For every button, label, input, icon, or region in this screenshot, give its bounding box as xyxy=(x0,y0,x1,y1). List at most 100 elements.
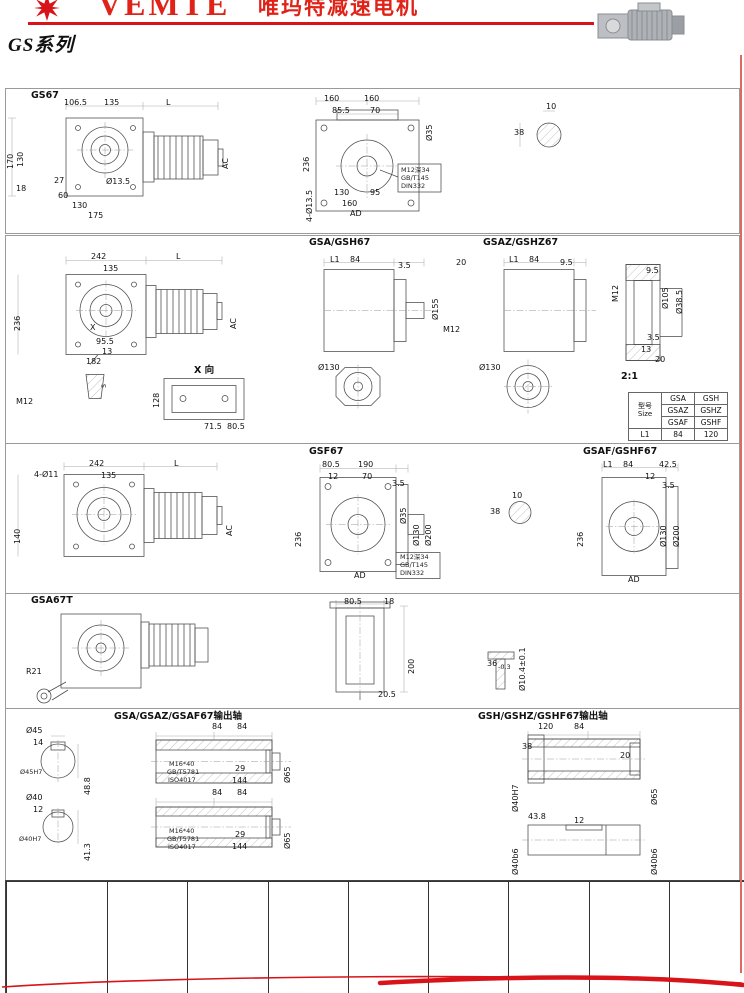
dim-label: 18 xyxy=(16,184,27,193)
dim-label: 175 xyxy=(88,211,104,220)
brand-logo-icon xyxy=(34,0,60,21)
dim-label: 10 xyxy=(512,491,523,500)
dim-label: 18 xyxy=(384,597,395,606)
table-header-value: 71 xyxy=(187,881,269,993)
dim-label: Ø130 xyxy=(318,363,340,372)
dim-label: 38 xyxy=(514,128,525,137)
dim-label: 29 xyxy=(235,764,246,773)
dim-label: M16*40 xyxy=(169,760,195,768)
dim-label: M12 xyxy=(611,284,620,302)
dim-label: 84 xyxy=(212,788,223,797)
dim-label: 38 xyxy=(522,742,533,751)
model-l1-value: 84 xyxy=(661,428,695,441)
dim-label: 20.5 xyxy=(378,690,396,699)
dim-label: 41.3 xyxy=(83,843,92,861)
dim-label: 84 xyxy=(623,460,634,469)
dim-label: M12 xyxy=(443,325,461,334)
dim-label: GB/T145 xyxy=(401,174,430,182)
model-cell: GSH xyxy=(694,392,728,405)
dim-label: Ø35 xyxy=(425,124,434,141)
dim-label: 85.5 xyxy=(332,106,350,115)
dim-label: AC xyxy=(225,525,234,536)
dim-label: 48.8 xyxy=(83,777,92,795)
dim-label: 20 xyxy=(456,258,467,267)
dim-label: DIN332 xyxy=(401,182,426,190)
dim-label: Ø13.5 xyxy=(106,177,131,186)
dim-label: 70 xyxy=(370,106,381,115)
dim-label: 71.5 xyxy=(204,422,222,431)
gsa-gsh67-drawings xyxy=(17,256,683,420)
dim-label: GB/T145 xyxy=(400,561,429,569)
table-header-value: 100 xyxy=(508,881,590,993)
dim-label: 29 xyxy=(235,830,246,839)
gsa67t-drawings xyxy=(36,600,515,704)
dim-label: 38 xyxy=(490,507,501,516)
drawing-title: GSF67 xyxy=(309,446,344,457)
dim-label: 9.5 xyxy=(646,266,659,275)
dim-label: 236 xyxy=(13,315,22,331)
dim-label: ISO4017 xyxy=(168,843,196,851)
dim-label: Ø130 xyxy=(412,524,421,546)
dim-label: 36 xyxy=(487,659,498,668)
dim-label: 190 xyxy=(358,460,374,469)
footer-swoosh xyxy=(1,975,744,988)
dim-label: -0.3 xyxy=(498,663,511,671)
dim-label: DIN332 xyxy=(400,569,425,577)
dim-label: 242 xyxy=(91,252,107,261)
dim-label: Ø130 xyxy=(659,525,668,547)
section-title: GS67 xyxy=(31,90,59,101)
dim-label: 84 xyxy=(212,722,223,731)
dim-label: 5 xyxy=(100,383,108,388)
dim-label: Ø130 xyxy=(479,363,501,372)
dim-label: 43.8 xyxy=(528,812,546,821)
dim-label: AD xyxy=(354,571,366,580)
dim-label: Ø45H7 xyxy=(20,768,43,776)
dim-label: 106.5 xyxy=(64,98,87,107)
dim-label: 12 xyxy=(574,816,585,825)
dim-label: 12 xyxy=(645,472,656,481)
dim-label: AC xyxy=(229,318,238,329)
dim-label: GB/T5781 xyxy=(167,768,200,776)
dim-label: 135 xyxy=(103,264,119,273)
dim-label: 144 xyxy=(232,776,248,785)
dim-label: L xyxy=(176,252,181,261)
dim-label: 140 xyxy=(13,528,22,544)
dim-label: 42.5 xyxy=(659,460,677,469)
drawing-title: GSAZ/GSHZ67 xyxy=(483,237,559,248)
dim-label: 12 xyxy=(328,472,339,481)
dim-label: 236 xyxy=(294,531,303,547)
dim-label: M12深34 xyxy=(401,166,430,174)
dim-label: L1 xyxy=(603,460,613,469)
dim-label: Ø155 xyxy=(431,298,440,320)
dim-label: 242 xyxy=(89,459,105,468)
model-l1-value: 120 xyxy=(694,428,728,441)
dim-label: 80.5 xyxy=(322,460,340,469)
series-title: GS系列 xyxy=(8,35,75,56)
dim-label: R21 xyxy=(26,667,42,676)
dim-label: 170 xyxy=(6,153,15,169)
brand-name: VEMTE xyxy=(98,0,231,22)
dim-label: Ø200 xyxy=(672,525,681,547)
dim-label: Ø65 xyxy=(283,766,292,783)
dim-label: 80.5 xyxy=(344,597,362,606)
dim-label: 128 xyxy=(152,392,161,408)
dim-label: Ø40b6 xyxy=(650,848,659,875)
dim-label: 13 xyxy=(641,345,652,354)
dim-label: 80.5 xyxy=(227,422,245,431)
dim-label: 130 xyxy=(16,151,25,167)
dim-label: 130 xyxy=(334,188,350,197)
dim-label: 135 xyxy=(104,98,120,107)
dim-label: 135 xyxy=(101,471,117,480)
dim-label: ISO4017 xyxy=(168,776,196,784)
dim-label: 160 xyxy=(364,94,380,103)
dim-label: 60 xyxy=(58,191,69,200)
dim-label: M12 xyxy=(16,397,34,406)
dim-label: 84 xyxy=(529,255,540,264)
drawing-title: GSA/GSAZ/GSAF67输出轴 xyxy=(114,711,243,722)
dim-label: 3.5 xyxy=(647,333,660,342)
dim-label: Ø40b6 xyxy=(511,848,520,875)
dim-label: 160 xyxy=(324,94,340,103)
dim-label: Ø40H7 xyxy=(511,784,520,812)
dim-label: 12 xyxy=(33,805,44,814)
